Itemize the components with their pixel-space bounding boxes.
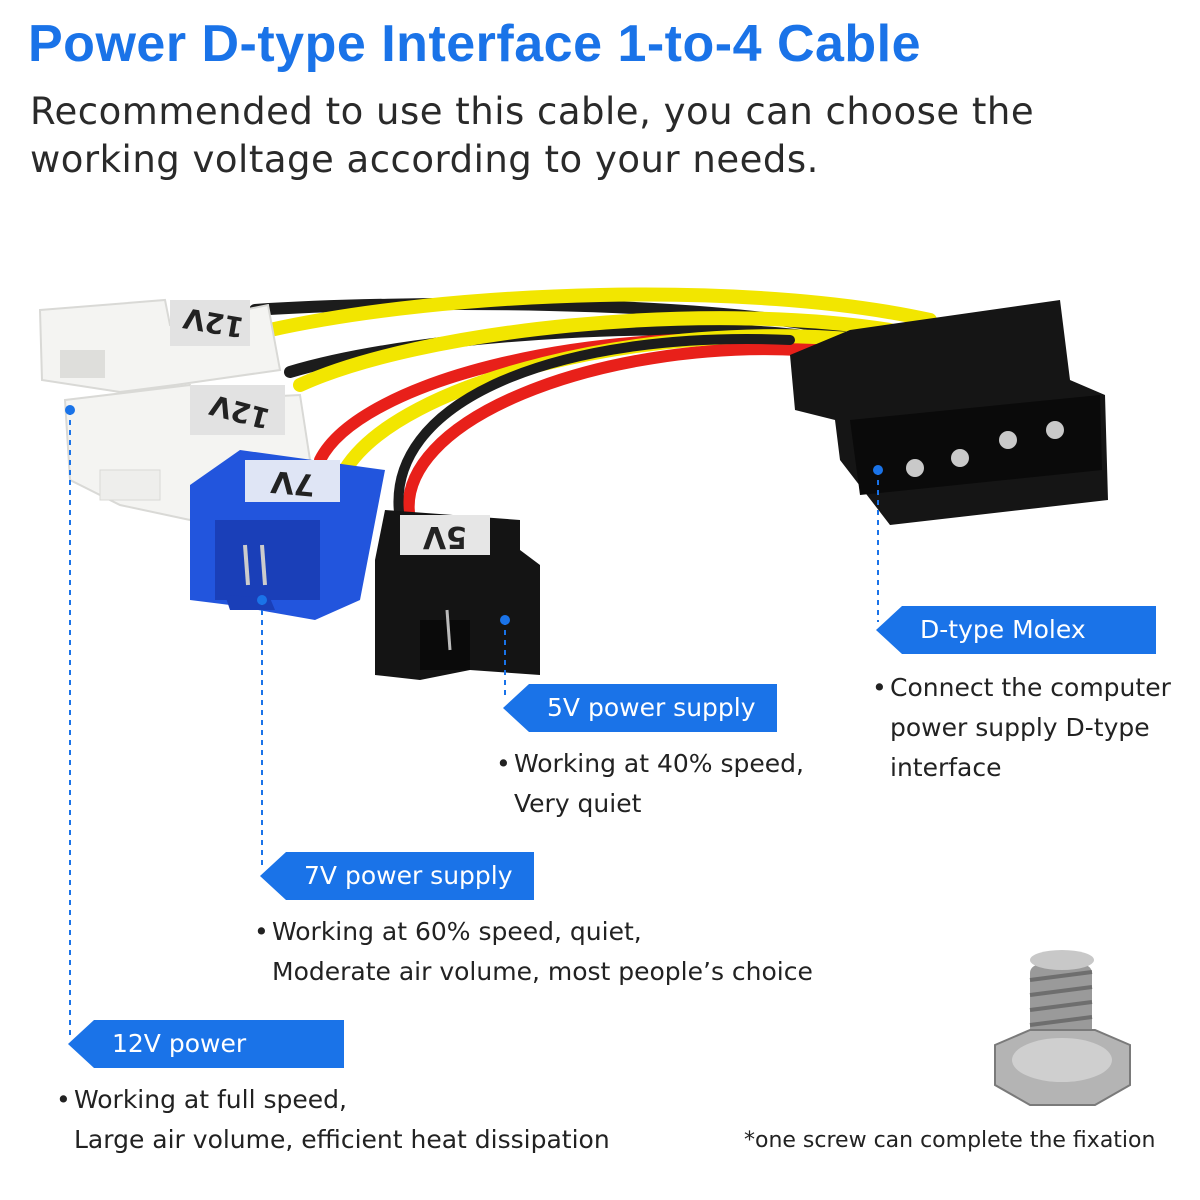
wire-yellow-1 [263, 287, 937, 337]
wire-black-3 [393, 334, 795, 525]
screw-icon [994, 950, 1131, 1106]
desc-12v: •Working at full speed, Large air volume… [56, 1080, 610, 1160]
connector-7v [190, 450, 385, 620]
desc-7v: •Working at 60% speed, quiet, Moderate a… [254, 912, 813, 992]
desc-12v-line-1: Working at full speed, [74, 1085, 347, 1114]
label-5v: 5V [422, 519, 468, 554]
desc-molex-line-3: interface [890, 753, 1002, 782]
tag-12v: 12V power supply [68, 1020, 344, 1068]
leader-lines [69, 410, 879, 1040]
desc-7v-line-2: Moderate air volume, most people’s choic… [272, 957, 813, 986]
wires [249, 287, 937, 526]
wire-red-2 [402, 343, 806, 526]
desc-5v-line-1: Working at 40% speed, [514, 749, 804, 778]
page-subtitle: Recommended to use this cable, you can c… [30, 90, 1035, 181]
desc-molex-line-1: Connect the computer [890, 673, 1171, 702]
molex-connector [790, 300, 1108, 525]
desc-5v: •Working at 40% speed, Very quiet [496, 744, 804, 824]
tag-7v: 7V power supply [260, 852, 534, 900]
connector-12v-a [38, 298, 282, 394]
tag-5v: 5V power supply [503, 684, 777, 732]
connector-5v [375, 510, 540, 680]
tag-molex: D-type Molex 4Pin [876, 606, 1156, 654]
desc-molex-line-2: power supply D-type [890, 713, 1150, 742]
wire-yellow-2 [293, 311, 897, 392]
desc-12v-line-2: Large air volume, efficient heat dissipa… [74, 1125, 610, 1154]
leader-dots [65, 405, 883, 625]
desc-5v-line-2: Very quiet [514, 789, 642, 818]
desc-7v-line-1: Working at 60% speed, quiet, [272, 917, 642, 946]
page-title: Power D-type Interface 1-to-4 Cable [28, 15, 922, 73]
desc-molex: •Connect the computer power supply D-typ… [872, 668, 1171, 788]
molex-pins [906, 421, 1064, 477]
connector-12v-b [63, 383, 312, 522]
label-7v: 7V [269, 463, 317, 502]
footnote: *one screw can complete the fixation [744, 1128, 1156, 1153]
